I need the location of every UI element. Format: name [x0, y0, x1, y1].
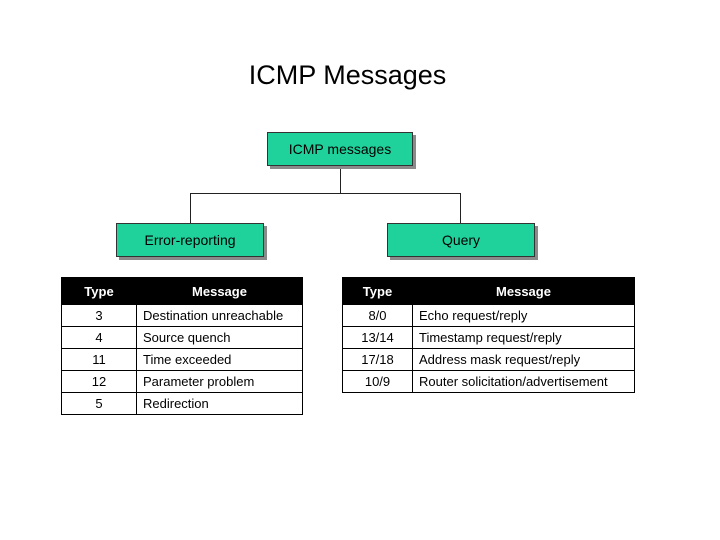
message-cell: Echo request/reply	[412, 304, 635, 327]
table-row: 17/18 Address mask request/reply	[342, 348, 635, 371]
table-row: 4 Source quench	[61, 326, 303, 349]
connector-horizontal	[190, 193, 461, 194]
message-cell: Parameter problem	[136, 370, 303, 393]
type-cell: 3	[61, 304, 137, 327]
table-header-row: Type Message	[342, 277, 635, 305]
page-title: ICMP Messages	[248, 60, 447, 90]
type-cell: 13/14	[342, 326, 413, 349]
table-row: 13/14 Timestamp request/reply	[342, 326, 635, 349]
column-header-message: Message	[412, 277, 635, 305]
message-cell: Timestamp request/reply	[412, 326, 635, 349]
column-header-type: Type	[61, 277, 137, 305]
table-row: 10/9 Router solicitation/advertisement	[342, 370, 635, 393]
table-row: 5 Redirection	[61, 392, 303, 415]
table-row: 3 Destination unreachable	[61, 304, 303, 327]
root-node-box: ICMP messages	[267, 132, 413, 166]
type-cell: 4	[61, 326, 137, 349]
table-row: 11 Time exceeded	[61, 348, 303, 371]
table-row: 8/0 Echo request/reply	[342, 304, 635, 327]
query-box: Query	[387, 223, 535, 257]
error-reporting-table: Type Message 3 Destination unreachable 4…	[61, 277, 303, 415]
type-cell: 8/0	[342, 304, 413, 327]
column-header-message: Message	[136, 277, 303, 305]
message-cell: Address mask request/reply	[412, 348, 635, 371]
message-cell: Redirection	[136, 392, 303, 415]
message-cell: Source quench	[136, 326, 303, 349]
type-cell: 17/18	[342, 348, 413, 371]
connector-root-down	[340, 167, 341, 194]
connector-query-down	[460, 193, 461, 224]
connector-error-down	[190, 193, 191, 224]
type-cell: 12	[61, 370, 137, 393]
message-cell: Destination unreachable	[136, 304, 303, 327]
type-cell: 5	[61, 392, 137, 415]
message-cell: Router solicitation/advertisement	[412, 370, 635, 393]
type-cell: 11	[61, 348, 137, 371]
table-row: 12 Parameter problem	[61, 370, 303, 393]
message-cell: Time exceeded	[136, 348, 303, 371]
table-header-row: Type Message	[61, 277, 303, 305]
error-reporting-box: Error-reporting	[116, 223, 264, 257]
type-cell: 10/9	[342, 370, 413, 393]
query-table: Type Message 8/0 Echo request/reply 13/1…	[342, 277, 635, 393]
column-header-type: Type	[342, 277, 413, 305]
